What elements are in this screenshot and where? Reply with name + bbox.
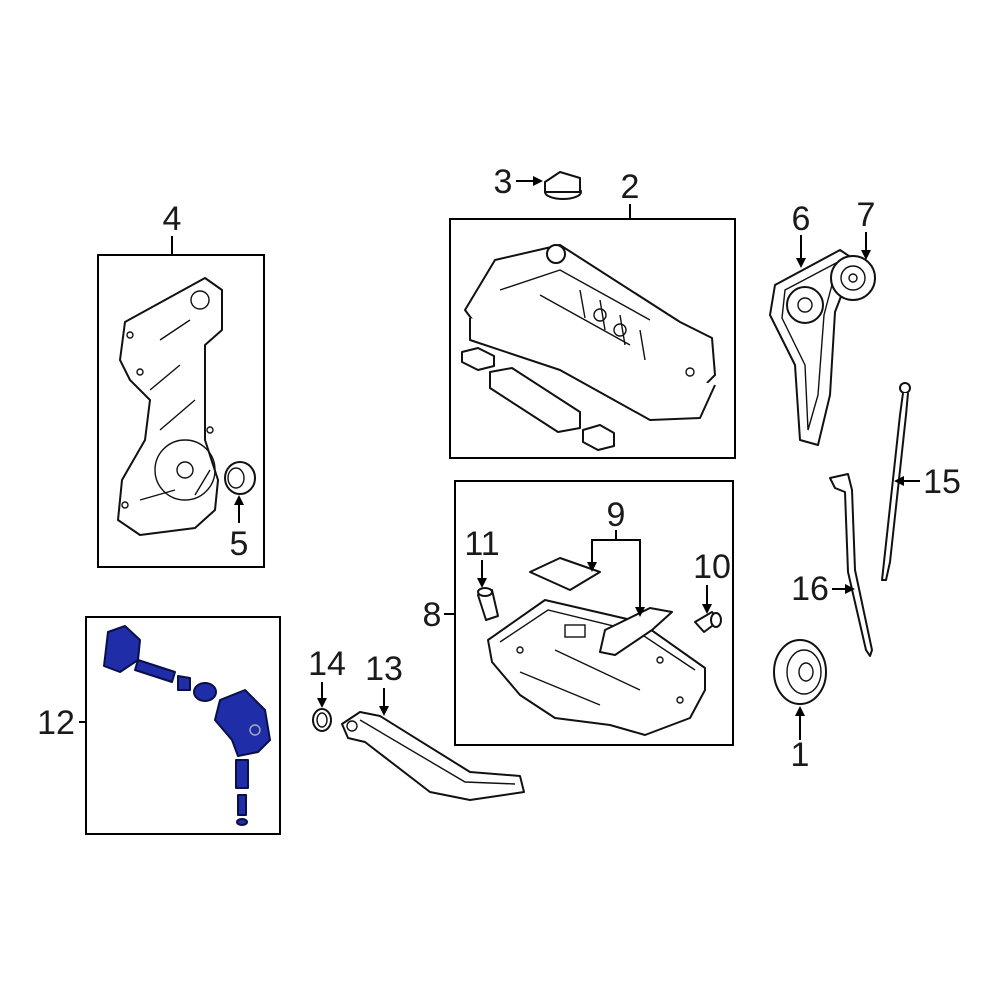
callout-11: 11 — [464, 525, 499, 563]
crank-pulley-part-1[interactable] — [773, 639, 827, 705]
callout-15: 15 — [923, 463, 961, 501]
oil-pickup-part-13[interactable] — [341, 711, 525, 801]
group-box-2 — [449, 218, 736, 459]
callout-4: 4 — [163, 200, 182, 238]
group-box-12 — [85, 616, 281, 835]
oil-seal-part-5[interactable] — [224, 461, 256, 495]
valve-cover-gaskets[interactable] — [461, 347, 615, 451]
oil-baffle-part-9[interactable] — [529, 557, 673, 656]
oil-pan-part-8[interactable] — [487, 599, 706, 736]
callout-16: 16 — [791, 570, 829, 608]
callout-5: 5 — [230, 525, 249, 563]
lead-9 — [591, 530, 641, 612]
group-box-4 — [97, 254, 265, 568]
cam-sprocket-part-7[interactable] — [830, 255, 876, 301]
drain-bolt-part-10[interactable] — [694, 611, 722, 633]
callout-12: 12 — [37, 704, 75, 742]
dipstick-tube-part-16[interactable] — [829, 473, 873, 657]
drain-plug-part-11[interactable] — [477, 587, 499, 621]
oil-pump-assembly-part-12[interactable] — [103, 625, 271, 826]
callout-7: 7 — [857, 196, 876, 234]
callout-3: 3 — [494, 163, 513, 201]
callout-1: 1 — [791, 736, 810, 774]
o-ring-part-14[interactable] — [312, 708, 332, 732]
callout-6: 6 — [792, 200, 811, 238]
timing-cover-part-4[interactable] — [117, 277, 223, 536]
valve-cover-part-2[interactable] — [464, 244, 716, 421]
callout-14: 14 — [308, 645, 346, 683]
timing-belt-part-6[interactable] — [769, 249, 856, 446]
dipstick-part-15[interactable] — [881, 382, 911, 581]
callout-13: 13 — [365, 650, 403, 688]
callout-9: 9 — [607, 496, 626, 534]
callout-10: 10 — [693, 548, 731, 586]
callout-2: 2 — [621, 168, 640, 206]
callout-8: 8 — [423, 596, 442, 634]
oil-filler-cap-part-3[interactable] — [544, 171, 582, 200]
